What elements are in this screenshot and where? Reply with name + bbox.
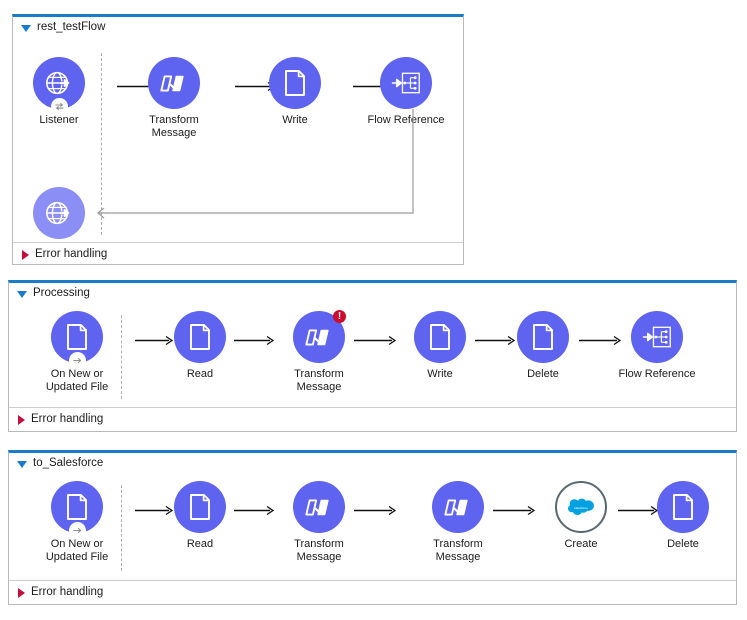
error-handling-label: Error handling (31, 587, 103, 599)
node-bubble[interactable] (51, 311, 103, 363)
flow-title: to_Salesforce (33, 458, 103, 470)
transform-message-icon (304, 492, 334, 522)
node-bubble[interactable] (33, 187, 85, 239)
node-write[interactable]: Write (395, 311, 485, 381)
transform-message-icon (304, 322, 334, 352)
error-handling-label: Error handling (31, 414, 103, 426)
node-bubble[interactable] (414, 311, 466, 363)
node-label: On New or Updated File (32, 538, 122, 564)
node-bubble[interactable] (269, 57, 321, 109)
node-label: Delete (638, 538, 728, 551)
node-delete[interactable]: Delete (498, 311, 588, 381)
node-bubble[interactable] (33, 57, 85, 109)
node-label: Create (536, 538, 626, 551)
node-bubble[interactable] (293, 481, 345, 533)
node-bubble[interactable] (148, 57, 200, 109)
node-create[interactable]: salesforce Create (536, 481, 626, 551)
node-label: Transform Message (413, 538, 503, 564)
node-bubble[interactable] (380, 57, 432, 109)
transform-message-icon (159, 68, 189, 98)
chevron-down-icon[interactable] (17, 461, 27, 468)
node-bubble[interactable]: ! (293, 311, 345, 363)
request-response-icon (54, 101, 65, 112)
chevron-right-icon[interactable] (22, 250, 29, 260)
salesforce-cloud-icon: salesforce (568, 497, 594, 517)
node-label: On New or Updated File (32, 368, 122, 394)
node-bubble[interactable] (517, 311, 569, 363)
chevron-down-icon[interactable] (17, 291, 27, 298)
flow-title: rest_testFlow (37, 22, 105, 34)
flow-reference-icon (642, 324, 672, 350)
flow-header[interactable]: Processing (9, 283, 736, 305)
error-handling-bar[interactable]: Error handling (13, 242, 463, 266)
chevron-right-icon[interactable] (18, 588, 25, 598)
flow-title: Processing (33, 288, 90, 300)
node-delete[interactable]: Delete (638, 481, 728, 551)
error-handling-label: Error handling (35, 249, 107, 261)
node-read[interactable]: Read (155, 481, 245, 551)
node-transform-message[interactable]: Transform Message (413, 481, 503, 564)
request-response-badge (51, 98, 68, 115)
error-handling-bar[interactable]: Error handling (9, 407, 736, 431)
svg-text:salesforce: salesforce (574, 506, 588, 510)
node-label: Transform Message (274, 368, 364, 394)
globe-arrow-icon (44, 198, 74, 228)
connector-arrow (354, 335, 396, 346)
document-icon (186, 322, 214, 352)
node-bubble[interactable] (432, 481, 484, 533)
node-label: Transform Message (274, 538, 364, 564)
connector-arrow (234, 335, 274, 346)
node-on-new-or-updated-file[interactable]: On New or Updated File (32, 311, 122, 394)
flow-body: On New or Updated File Read (9, 305, 736, 407)
error-badge-icon[interactable]: ! (333, 310, 346, 323)
node-label: Write (395, 368, 485, 381)
document-icon (281, 68, 309, 98)
node-bubble[interactable] (631, 311, 683, 363)
node-label: Read (155, 368, 245, 381)
error-handling-bar[interactable]: Error handling (9, 580, 736, 604)
connector-arrow (354, 505, 396, 516)
node-bubble[interactable] (174, 311, 226, 363)
flow-body: On New or Updated File Read (9, 475, 736, 580)
node-transform-message[interactable]: Transform Message (274, 481, 364, 564)
return-path (91, 109, 421, 219)
node-transform-message[interactable]: ! Transform Message (274, 311, 364, 394)
node-bubble[interactable]: salesforce (555, 481, 607, 533)
chevron-down-icon[interactable] (21, 25, 31, 32)
arrow-right-icon (72, 525, 83, 536)
arrow-right-icon (72, 355, 83, 366)
flow-panel-rest-testflow[interactable]: rest_testFlow (12, 14, 464, 265)
flow-header[interactable]: rest_testFlow (13, 17, 463, 39)
document-icon (186, 492, 214, 522)
document-icon (63, 322, 91, 352)
flow-panel-processing[interactable]: Processing On New or Updated (8, 280, 737, 432)
globe-arrow-icon (44, 68, 74, 98)
node-flow-reference[interactable]: Flow Reference (612, 311, 702, 381)
node-label: Delete (498, 368, 588, 381)
document-icon (63, 492, 91, 522)
node-bubble[interactable] (51, 481, 103, 533)
document-icon (529, 322, 557, 352)
node-label: Flow Reference (612, 368, 702, 381)
node-on-new-or-updated-file[interactable]: On New or Updated File (32, 481, 122, 564)
poll-arrow-badge (69, 352, 86, 369)
flow-body: Listener Transform Message (13, 39, 463, 242)
connector-arrow (493, 505, 535, 516)
chevron-right-icon[interactable] (18, 415, 25, 425)
connector-arrow (234, 505, 274, 516)
node-read[interactable]: Read (155, 311, 245, 381)
poll-arrow-badge (69, 522, 86, 539)
document-icon (426, 322, 454, 352)
transform-message-icon (443, 492, 473, 522)
node-bubble[interactable] (174, 481, 226, 533)
node-bubble[interactable] (657, 481, 709, 533)
flow-header[interactable]: to_Salesforce (9, 453, 736, 475)
node-label: Read (155, 538, 245, 551)
flow-reference-icon (391, 70, 421, 96)
document-icon (669, 492, 697, 522)
flow-panel-to-salesforce[interactable]: to_Salesforce On New or Updat (8, 450, 737, 605)
